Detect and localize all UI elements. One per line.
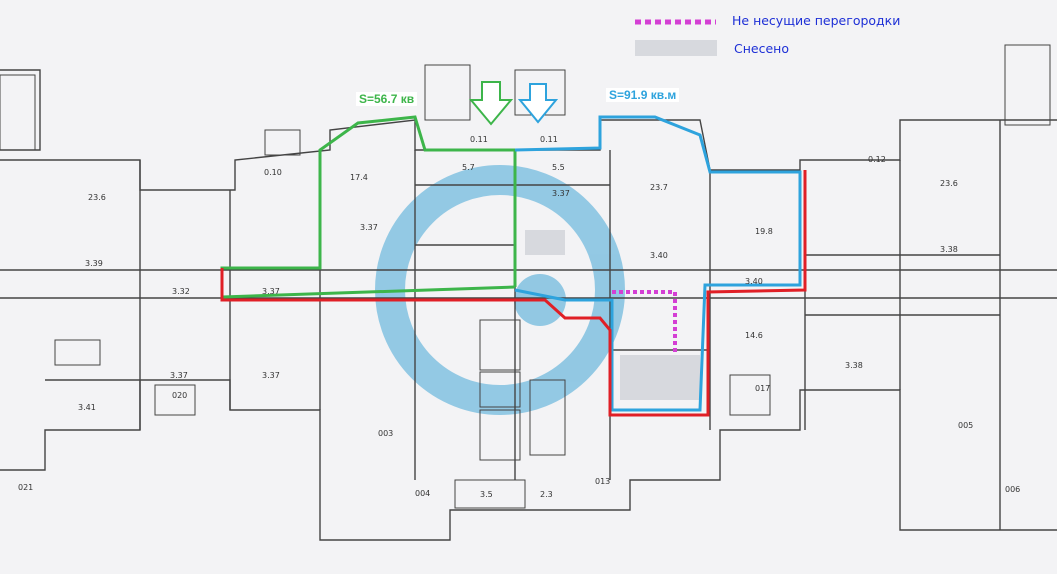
room-label: 3.38 (940, 245, 958, 254)
demolished-zones (525, 230, 700, 400)
room-label: 3.5 (480, 490, 493, 499)
room-label: 0.11 (540, 135, 558, 144)
room-label: 23.6 (88, 193, 106, 202)
room-label: 004 (415, 489, 430, 498)
room-label: 17.4 (350, 173, 368, 182)
green-arrow-icon (468, 81, 514, 126)
green-apartment-outline (220, 115, 517, 297)
room-label: 3.39 (85, 259, 103, 268)
room-label: 3.41 (78, 403, 96, 412)
room-label: 017 (755, 384, 770, 393)
room-label: 5.5 (552, 163, 565, 172)
room-label: 003 (378, 429, 393, 438)
room-label: 013 (595, 477, 610, 486)
room-label: 3.37 (552, 189, 570, 198)
room-label: 3.38 (845, 361, 863, 370)
room-label: 005 (958, 421, 973, 430)
blue-apartment-outline (514, 115, 802, 412)
room-label: 19.8 (755, 227, 773, 236)
room-label: 3.37 (262, 371, 280, 380)
legend-demolished-swatch (635, 40, 717, 56)
room-label: 020 (172, 391, 187, 400)
magenta-partition (612, 290, 677, 355)
green-area-label: S=56.7 кв (356, 92, 418, 106)
red-line-left (220, 170, 807, 417)
room-labels: 23.6 3.39 3.32 3.37 17.4 3.37 5.7 5.5 3.… (18, 135, 1020, 499)
room-label: 3.37 (170, 371, 188, 380)
room-label: 3.32 (172, 287, 190, 296)
room-label: 0.11 (470, 135, 488, 144)
room-label: 006 (1005, 485, 1020, 494)
room-label: 2.3 (540, 490, 553, 499)
room-label: 3.40 (745, 277, 763, 286)
blue-area-label: S=91.9 кв.м (606, 88, 680, 102)
blue-arrow-icon (517, 83, 559, 124)
room-label: 14.6 (745, 331, 763, 340)
room-label: 3.37 (360, 223, 378, 232)
green-apartment-bottom (221, 285, 516, 299)
room-label: 021 (18, 483, 33, 492)
room-label: 3.40 (650, 251, 668, 260)
room-label: 23.7 (650, 183, 668, 192)
room-label: 23.6 (940, 179, 958, 188)
legend-partition-label: Не несущие перегородки (732, 13, 901, 28)
legend-demolished-label: Снесено (734, 41, 789, 56)
room-label: 0.10 (264, 168, 282, 177)
room-label: 3.37 (262, 287, 280, 296)
room-label: 5.7 (462, 163, 475, 172)
room-label: 0.12 (868, 155, 886, 164)
